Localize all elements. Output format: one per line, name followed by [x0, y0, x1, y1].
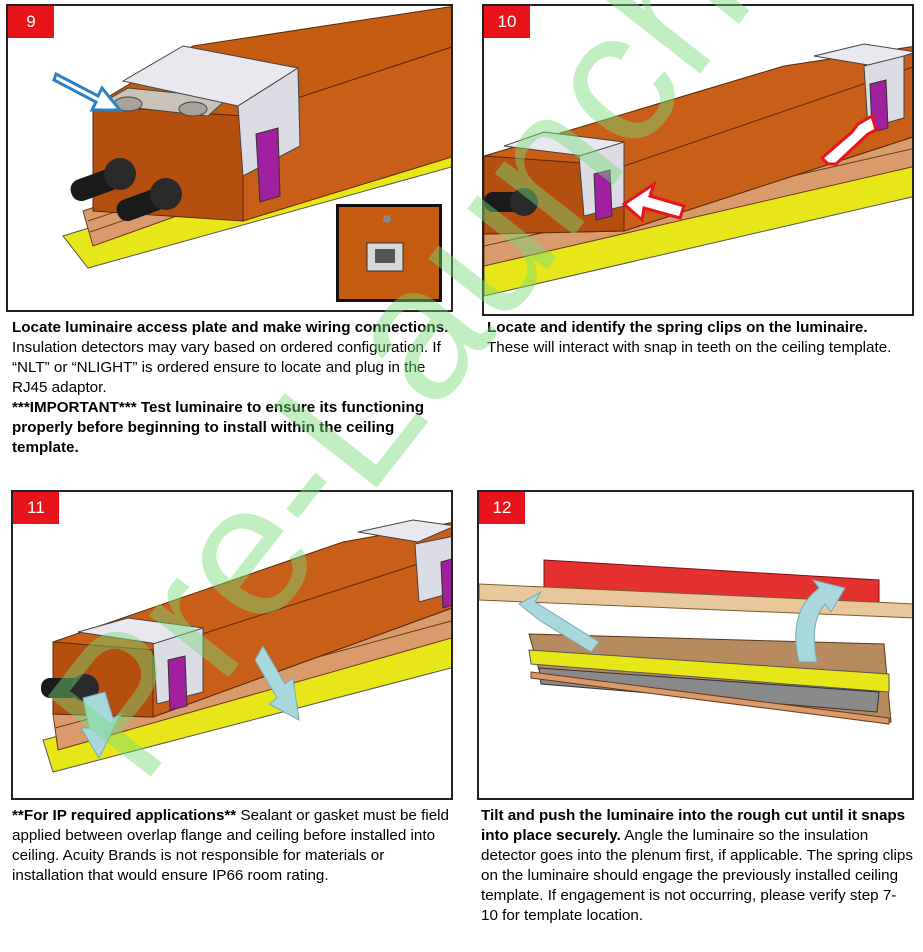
- step-number-badge: 12: [479, 492, 525, 524]
- sealant-gasket-illustration: [41, 519, 451, 773]
- step-10-panel: 10: [482, 4, 914, 316]
- step-12-caption: Tilt and push the luminaire into the rou…: [481, 806, 913, 926]
- caption-bold: Tilt and push the luminaire into the rou…: [481, 807, 906, 844]
- step-9-caption: Locate luminaire access plate and make w…: [12, 318, 452, 458]
- step-10-caption: Locate and identify the spring clips on …: [487, 318, 913, 358]
- caption-text: Angle the luminaire so the insulation de…: [481, 827, 913, 924]
- caption-bold: Locate and identify the spring clips on …: [487, 319, 868, 336]
- luminaire-wiring-illustration: [52, 6, 451, 269]
- caption-bold: Locate luminaire access plate and make w…: [12, 319, 449, 336]
- step-11-caption: **For IP required applications** Sealant…: [12, 806, 452, 886]
- tilt-and-push-illustration: [479, 559, 912, 725]
- step-11-panel: 11: [11, 490, 453, 800]
- caption-text: Insulation detectors may vary based on o…: [12, 339, 441, 396]
- step-number-badge: 10: [484, 6, 530, 38]
- caption-bold: **For IP required applications**: [12, 807, 237, 824]
- step-9-panel: 9: [6, 4, 453, 312]
- spring-clips-illustration: [484, 43, 912, 297]
- caption-important: ***IMPORTANT*** Test luminaire to ensure…: [12, 399, 425, 456]
- caption-text: These will interact with snap in teeth o…: [487, 339, 892, 356]
- step-number-badge: 11: [13, 492, 59, 524]
- caption-text: Sealant or gasket must be field applied …: [12, 807, 449, 884]
- rj45-inset: [336, 204, 442, 302]
- step-number-badge: 9: [8, 6, 54, 38]
- step-12-panel: 12: [477, 490, 914, 800]
- rj45-adaptor-icon: [366, 215, 404, 272]
